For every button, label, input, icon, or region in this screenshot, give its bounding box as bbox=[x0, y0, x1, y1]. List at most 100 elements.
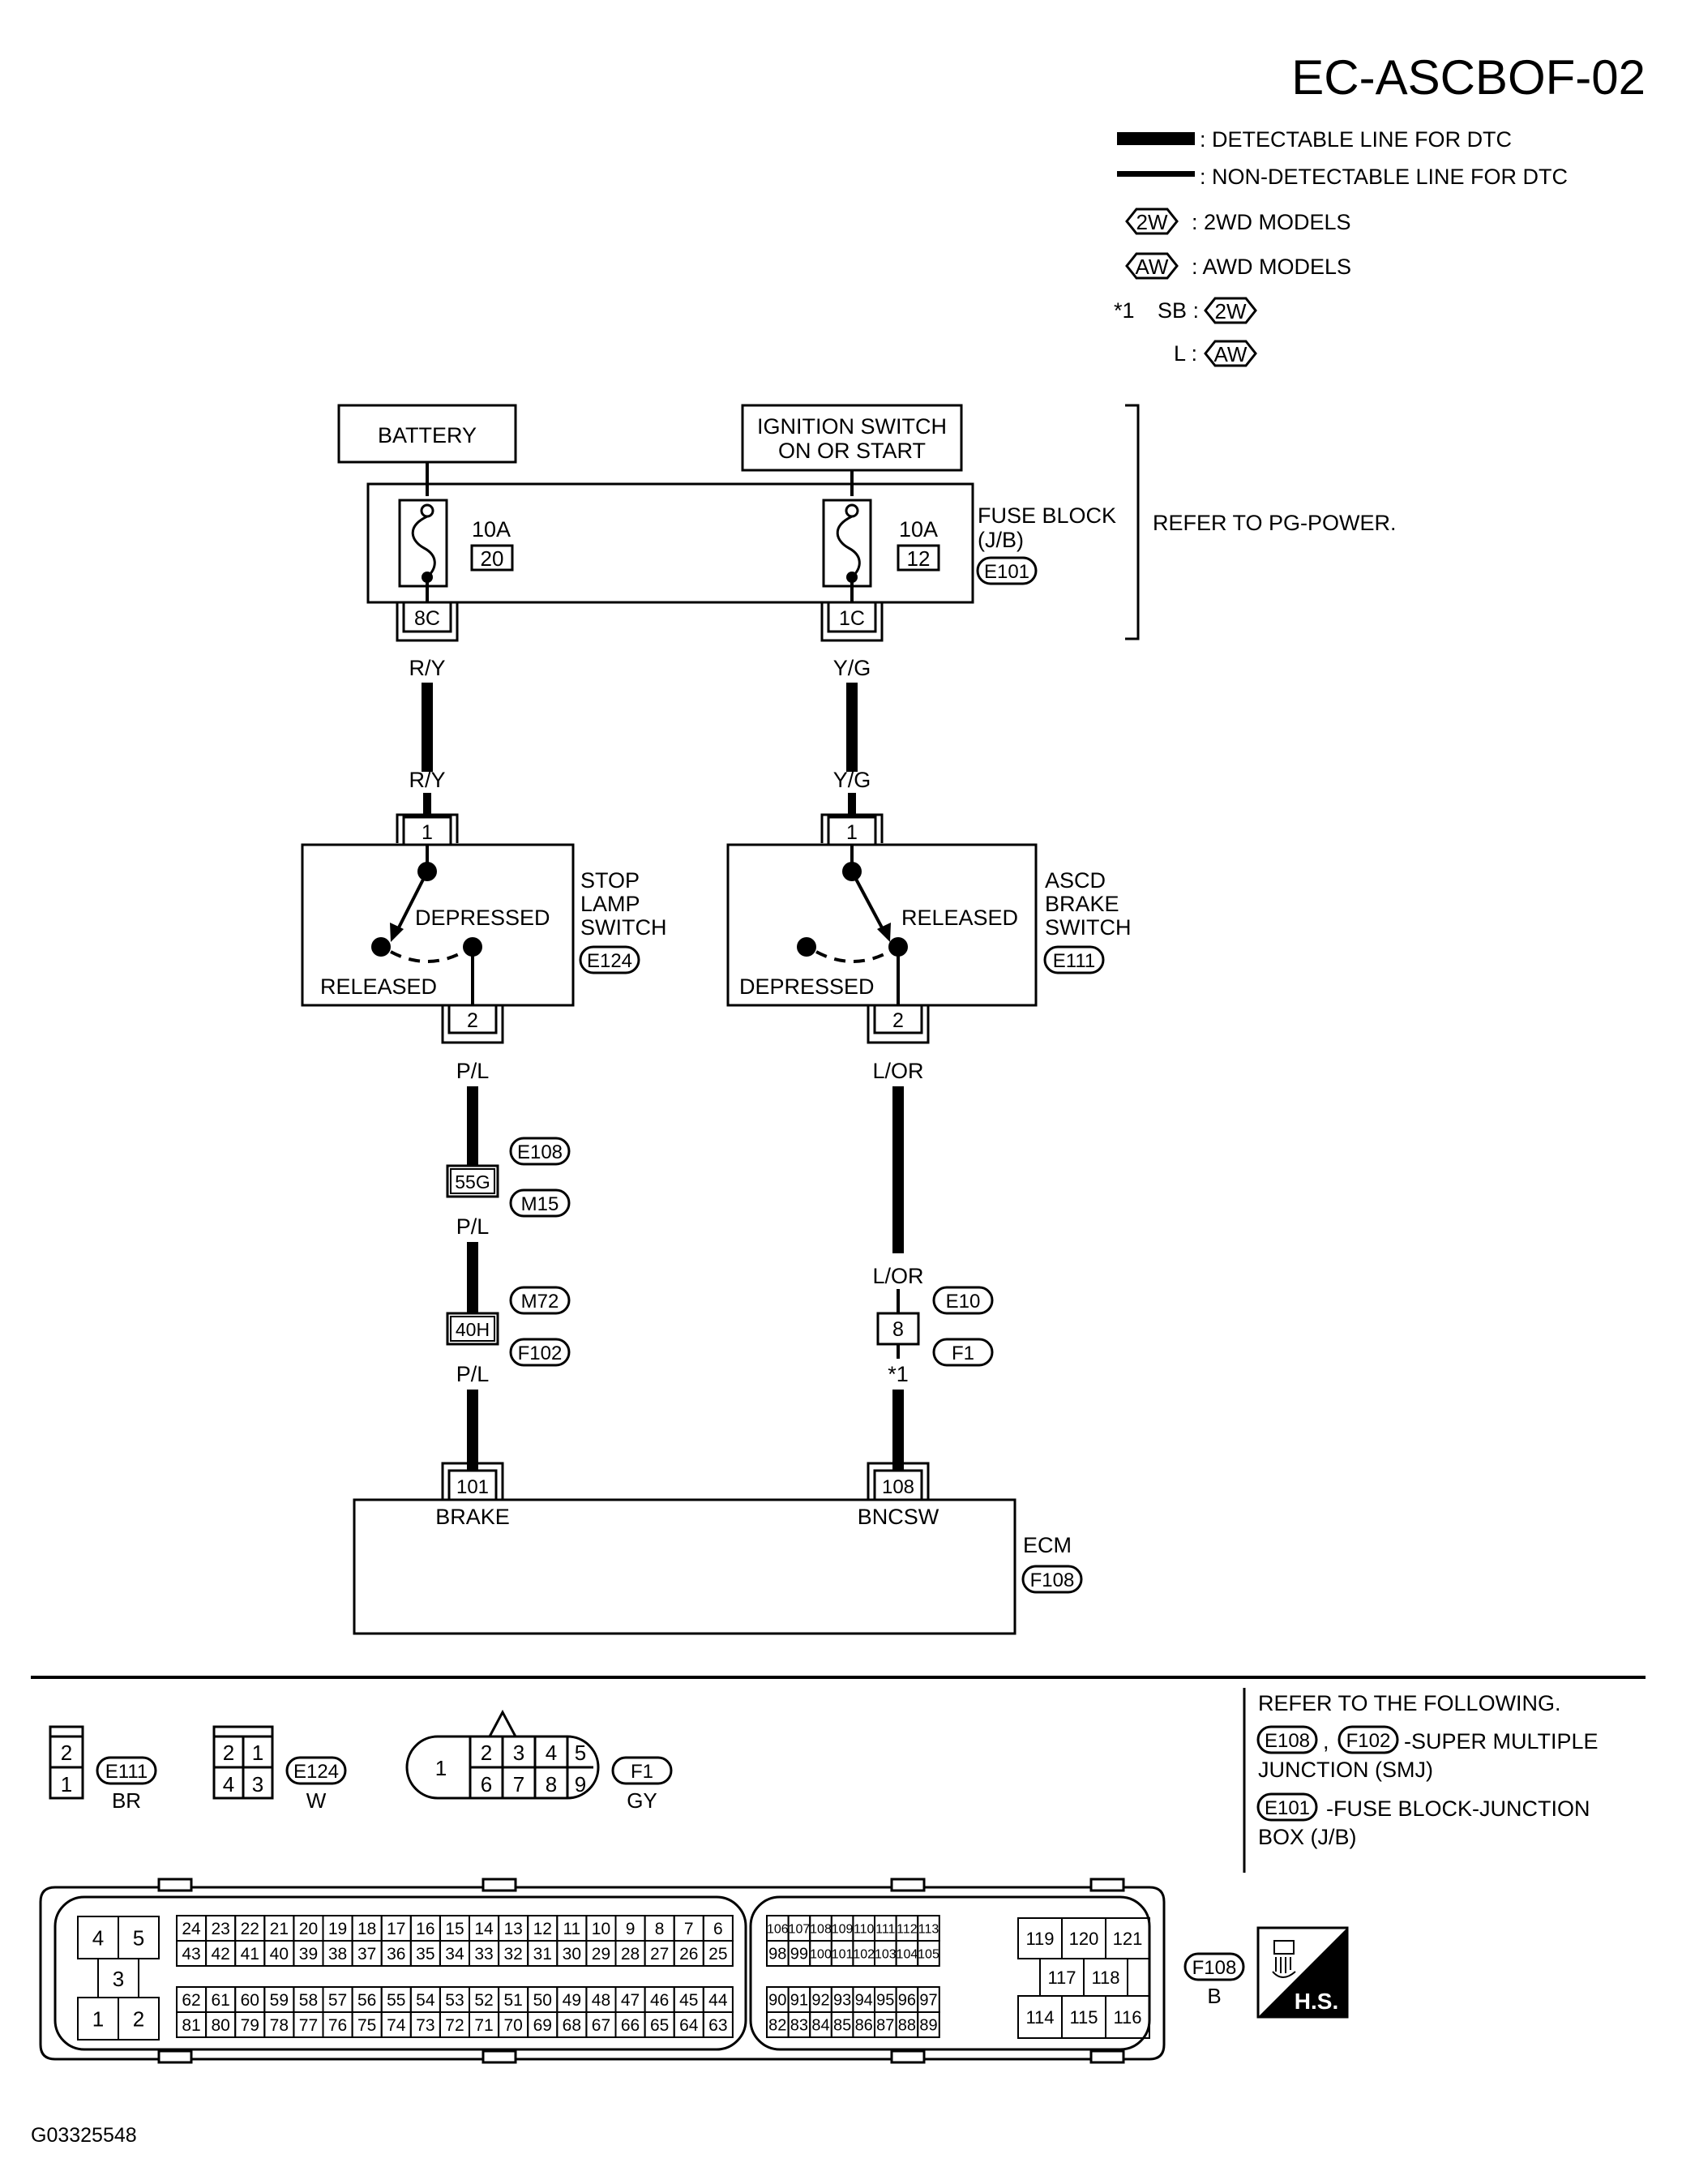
f108-pin-number: 48 bbox=[592, 1991, 610, 2010]
wire-pl-b bbox=[467, 1242, 478, 1313]
f108-pin-number: 101 bbox=[832, 1947, 854, 1961]
refer-conn-c: E101 bbox=[1265, 1797, 1310, 1819]
non-detectable-line-sample bbox=[1117, 171, 1195, 177]
f108-pin-number: 13 bbox=[503, 1920, 522, 1938]
legend-awd: : AWD MODELS bbox=[1192, 255, 1351, 279]
ecm-pin-101: 101 bbox=[456, 1476, 489, 1498]
f108-pin-number: 110 bbox=[854, 1922, 875, 1936]
refer-line-3: JUNCTION (SMJ) bbox=[1258, 1758, 1433, 1782]
fuse-right: 10A 12 bbox=[822, 499, 940, 602]
ecm-conn: F108 bbox=[1030, 1569, 1075, 1591]
f108-pin-number: 108 bbox=[810, 1922, 832, 1936]
f108-pin-number: 42 bbox=[211, 1945, 229, 1963]
ascd-switch-name-1: ASCD bbox=[1045, 868, 1106, 893]
f108-pin-number: 70 bbox=[503, 2016, 522, 2035]
f108-pin-number: 85 bbox=[833, 2017, 851, 2035]
f108-pin-number: 73 bbox=[416, 2016, 434, 2035]
f1-pin-4: 4 bbox=[546, 1741, 557, 1765]
f108-pin-number: 1 bbox=[92, 2006, 104, 2031]
f108-pin-number: 33 bbox=[474, 1945, 493, 1963]
junction-8-conn-a: E10 bbox=[946, 1291, 981, 1313]
f108-pin-number: 40 bbox=[270, 1945, 289, 1963]
battery-box: BATTERY bbox=[337, 404, 517, 464]
f108-pin-number: 7 bbox=[684, 1920, 694, 1938]
f108-pin-number: 75 bbox=[357, 2016, 376, 2035]
f108-pin-number: 26 bbox=[679, 1945, 698, 1963]
fuse-block-label-1: FUSE BLOCK bbox=[978, 503, 1116, 528]
f108-pin-number: 58 bbox=[299, 1991, 318, 2010]
wire-yg bbox=[846, 683, 858, 772]
junction-40h: 40H M72 F102 bbox=[446, 1286, 571, 1367]
e111-pin-b: 1 bbox=[61, 1772, 72, 1796]
badge-awd-note-label: AW bbox=[1214, 342, 1248, 366]
f108-pin-number: 45 bbox=[679, 1991, 698, 2010]
f108-pin-number: 14 bbox=[474, 1920, 494, 1938]
f108-pin-number: 3 bbox=[113, 1967, 124, 1991]
terminal-8c: 8C bbox=[396, 601, 459, 642]
f108-pin-number: 115 bbox=[1069, 2007, 1098, 2028]
f108-pin-number: 29 bbox=[592, 1945, 610, 1963]
f1-color: GY bbox=[627, 1788, 657, 1813]
f108-pin-number: 77 bbox=[299, 2016, 318, 2035]
ascd-switch-released: RELEASED bbox=[901, 906, 1018, 930]
f108-pin-number: 88 bbox=[898, 2017, 916, 2035]
f108-pin-cell bbox=[917, 1940, 940, 1967]
f108-pin-number: 36 bbox=[387, 1945, 405, 1963]
f108-key bbox=[1089, 1878, 1125, 1892]
refer-line-1: REFER TO THE FOLLOWING. bbox=[1258, 1691, 1561, 1715]
f108-pin-number: 50 bbox=[533, 1991, 552, 2010]
f108-pin-number: 21 bbox=[270, 1920, 289, 1938]
f108-pin-number: 20 bbox=[299, 1920, 318, 1938]
junction-55g-label: 55G bbox=[455, 1171, 490, 1193]
f108-pin-cell bbox=[917, 2011, 940, 2038]
wire-pl-1: P/L bbox=[456, 1059, 490, 1083]
figure-code: G03325548 bbox=[31, 2124, 137, 2147]
f108-pin-number: 22 bbox=[241, 1920, 259, 1938]
fuse-right-amp: 10A bbox=[899, 517, 938, 542]
f108-pin-number: 117 bbox=[1047, 1968, 1076, 1988]
fuse-left-amp: 10A bbox=[472, 517, 511, 542]
wire-yg-bottom: Y/G bbox=[833, 768, 871, 792]
fuse-right-number: 12 bbox=[907, 546, 931, 571]
f108-pin-number: 92 bbox=[811, 1992, 829, 2010]
f108-id: F108 B bbox=[1183, 1952, 1245, 2008]
f108-pin-cell bbox=[118, 1997, 160, 2041]
legend-detectable: : DETECTABLE LINE FOR DTC bbox=[1200, 127, 1512, 152]
f108-pin-number: 32 bbox=[503, 1945, 522, 1963]
f1-pin-8: 8 bbox=[546, 1772, 557, 1796]
f108-pin-number: 91 bbox=[790, 1992, 808, 2010]
f108-pin-number: 90 bbox=[768, 1992, 786, 2010]
badge-awd: AW bbox=[1125, 252, 1179, 280]
f108-pin-number: 102 bbox=[853, 1947, 875, 1961]
badge-2wd: 2W bbox=[1125, 208, 1179, 235]
f108-pin-number: 37 bbox=[357, 1945, 376, 1963]
stop-switch-released: RELEASED bbox=[320, 974, 437, 999]
terminal-1c-label: 1C bbox=[839, 607, 865, 630]
page-title: EC-ASCBOF-02 bbox=[1291, 50, 1646, 105]
junction-8-label: 8 bbox=[892, 1318, 904, 1341]
f108-pin-number: 93 bbox=[833, 1992, 851, 2010]
f108-pin-number: 39 bbox=[299, 1945, 318, 1963]
wire-ry bbox=[422, 683, 433, 772]
f108-pin-number: 55 bbox=[387, 1991, 405, 2010]
junction-8-conn-b: F1 bbox=[952, 1343, 974, 1364]
f1-pin-2: 2 bbox=[481, 1741, 492, 1765]
f108-pin-number: 82 bbox=[768, 2017, 786, 2035]
f108-pin-number: 28 bbox=[621, 1945, 640, 1963]
f1-pin-3: 3 bbox=[513, 1741, 524, 1765]
terminal-8c-label: 8C bbox=[414, 607, 440, 630]
ecm: 101 108 BRAKE BNCSW ECM F108 bbox=[353, 1462, 1083, 1635]
f108-pin-number: 71 bbox=[474, 2016, 493, 2035]
f108-pin-number: 44 bbox=[708, 1991, 728, 2010]
hand-icon bbox=[1272, 1940, 1296, 1978]
f108-pin-number: 105 bbox=[918, 1947, 939, 1961]
refer-line-2: -SUPER MULTIPLE bbox=[1404, 1729, 1599, 1754]
f108-pin-number: 116 bbox=[1113, 2007, 1141, 2028]
stop-switch-name-3: SWITCH bbox=[580, 915, 666, 940]
legend-2wd: : 2WD MODELS bbox=[1192, 210, 1351, 234]
e124-color: W bbox=[306, 1788, 327, 1813]
fuse-block-label-2: (J/B) bbox=[978, 528, 1024, 552]
refer-comma: , bbox=[1323, 1729, 1329, 1754]
f108-pin-number: 106 bbox=[767, 1922, 789, 1936]
